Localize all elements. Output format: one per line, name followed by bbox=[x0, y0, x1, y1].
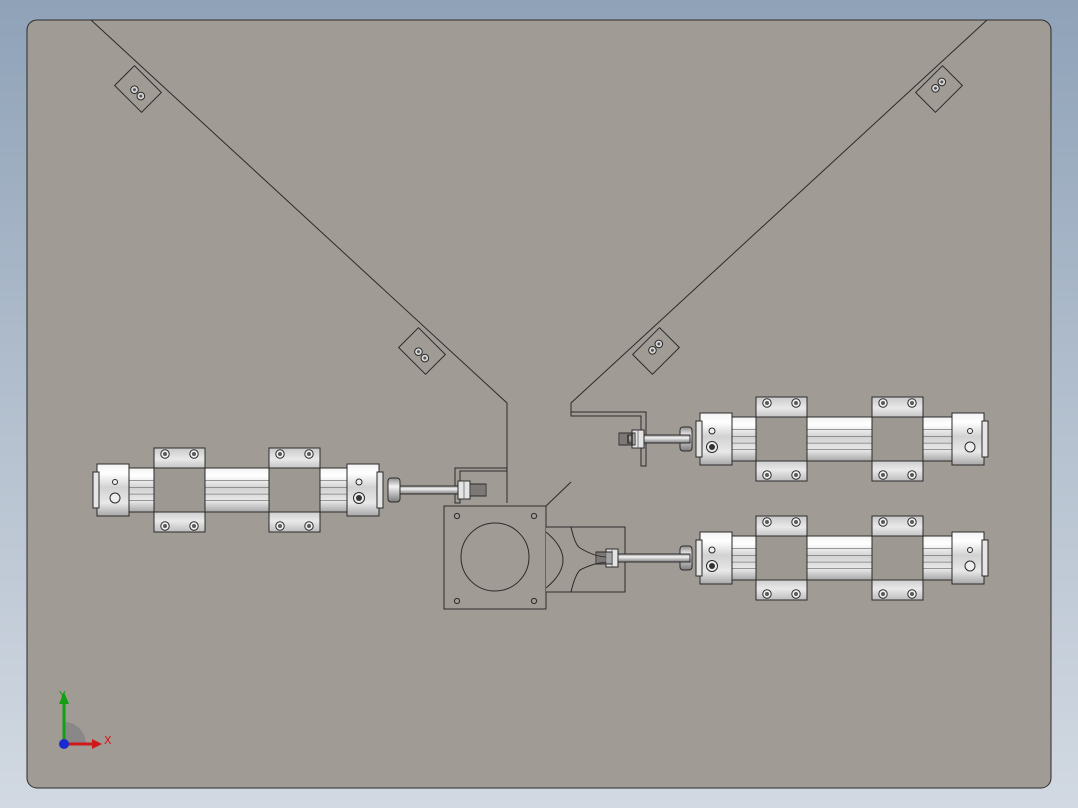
coordinate-triad: X Y bbox=[58, 689, 112, 749]
bracket-top-left bbox=[113, 64, 163, 114]
cylinder-right-lower bbox=[595, 515, 989, 601]
x-axis-label: X bbox=[104, 734, 112, 747]
rotary-disc bbox=[460, 522, 530, 592]
y-axis-label: Y bbox=[58, 689, 66, 702]
z-axis-origin bbox=[59, 739, 69, 749]
rod-bracket-left bbox=[454, 467, 508, 504]
rod-bracket-right-upper bbox=[570, 411, 647, 467]
bracket-mid-left bbox=[397, 326, 447, 376]
rotary-unit bbox=[443, 505, 626, 610]
cylinder-right-upper bbox=[618, 396, 989, 482]
bracket-top-right bbox=[914, 64, 964, 114]
mounting-brackets bbox=[113, 64, 964, 376]
cylinder-left bbox=[92, 447, 487, 533]
bracket-mid-right bbox=[631, 326, 681, 376]
